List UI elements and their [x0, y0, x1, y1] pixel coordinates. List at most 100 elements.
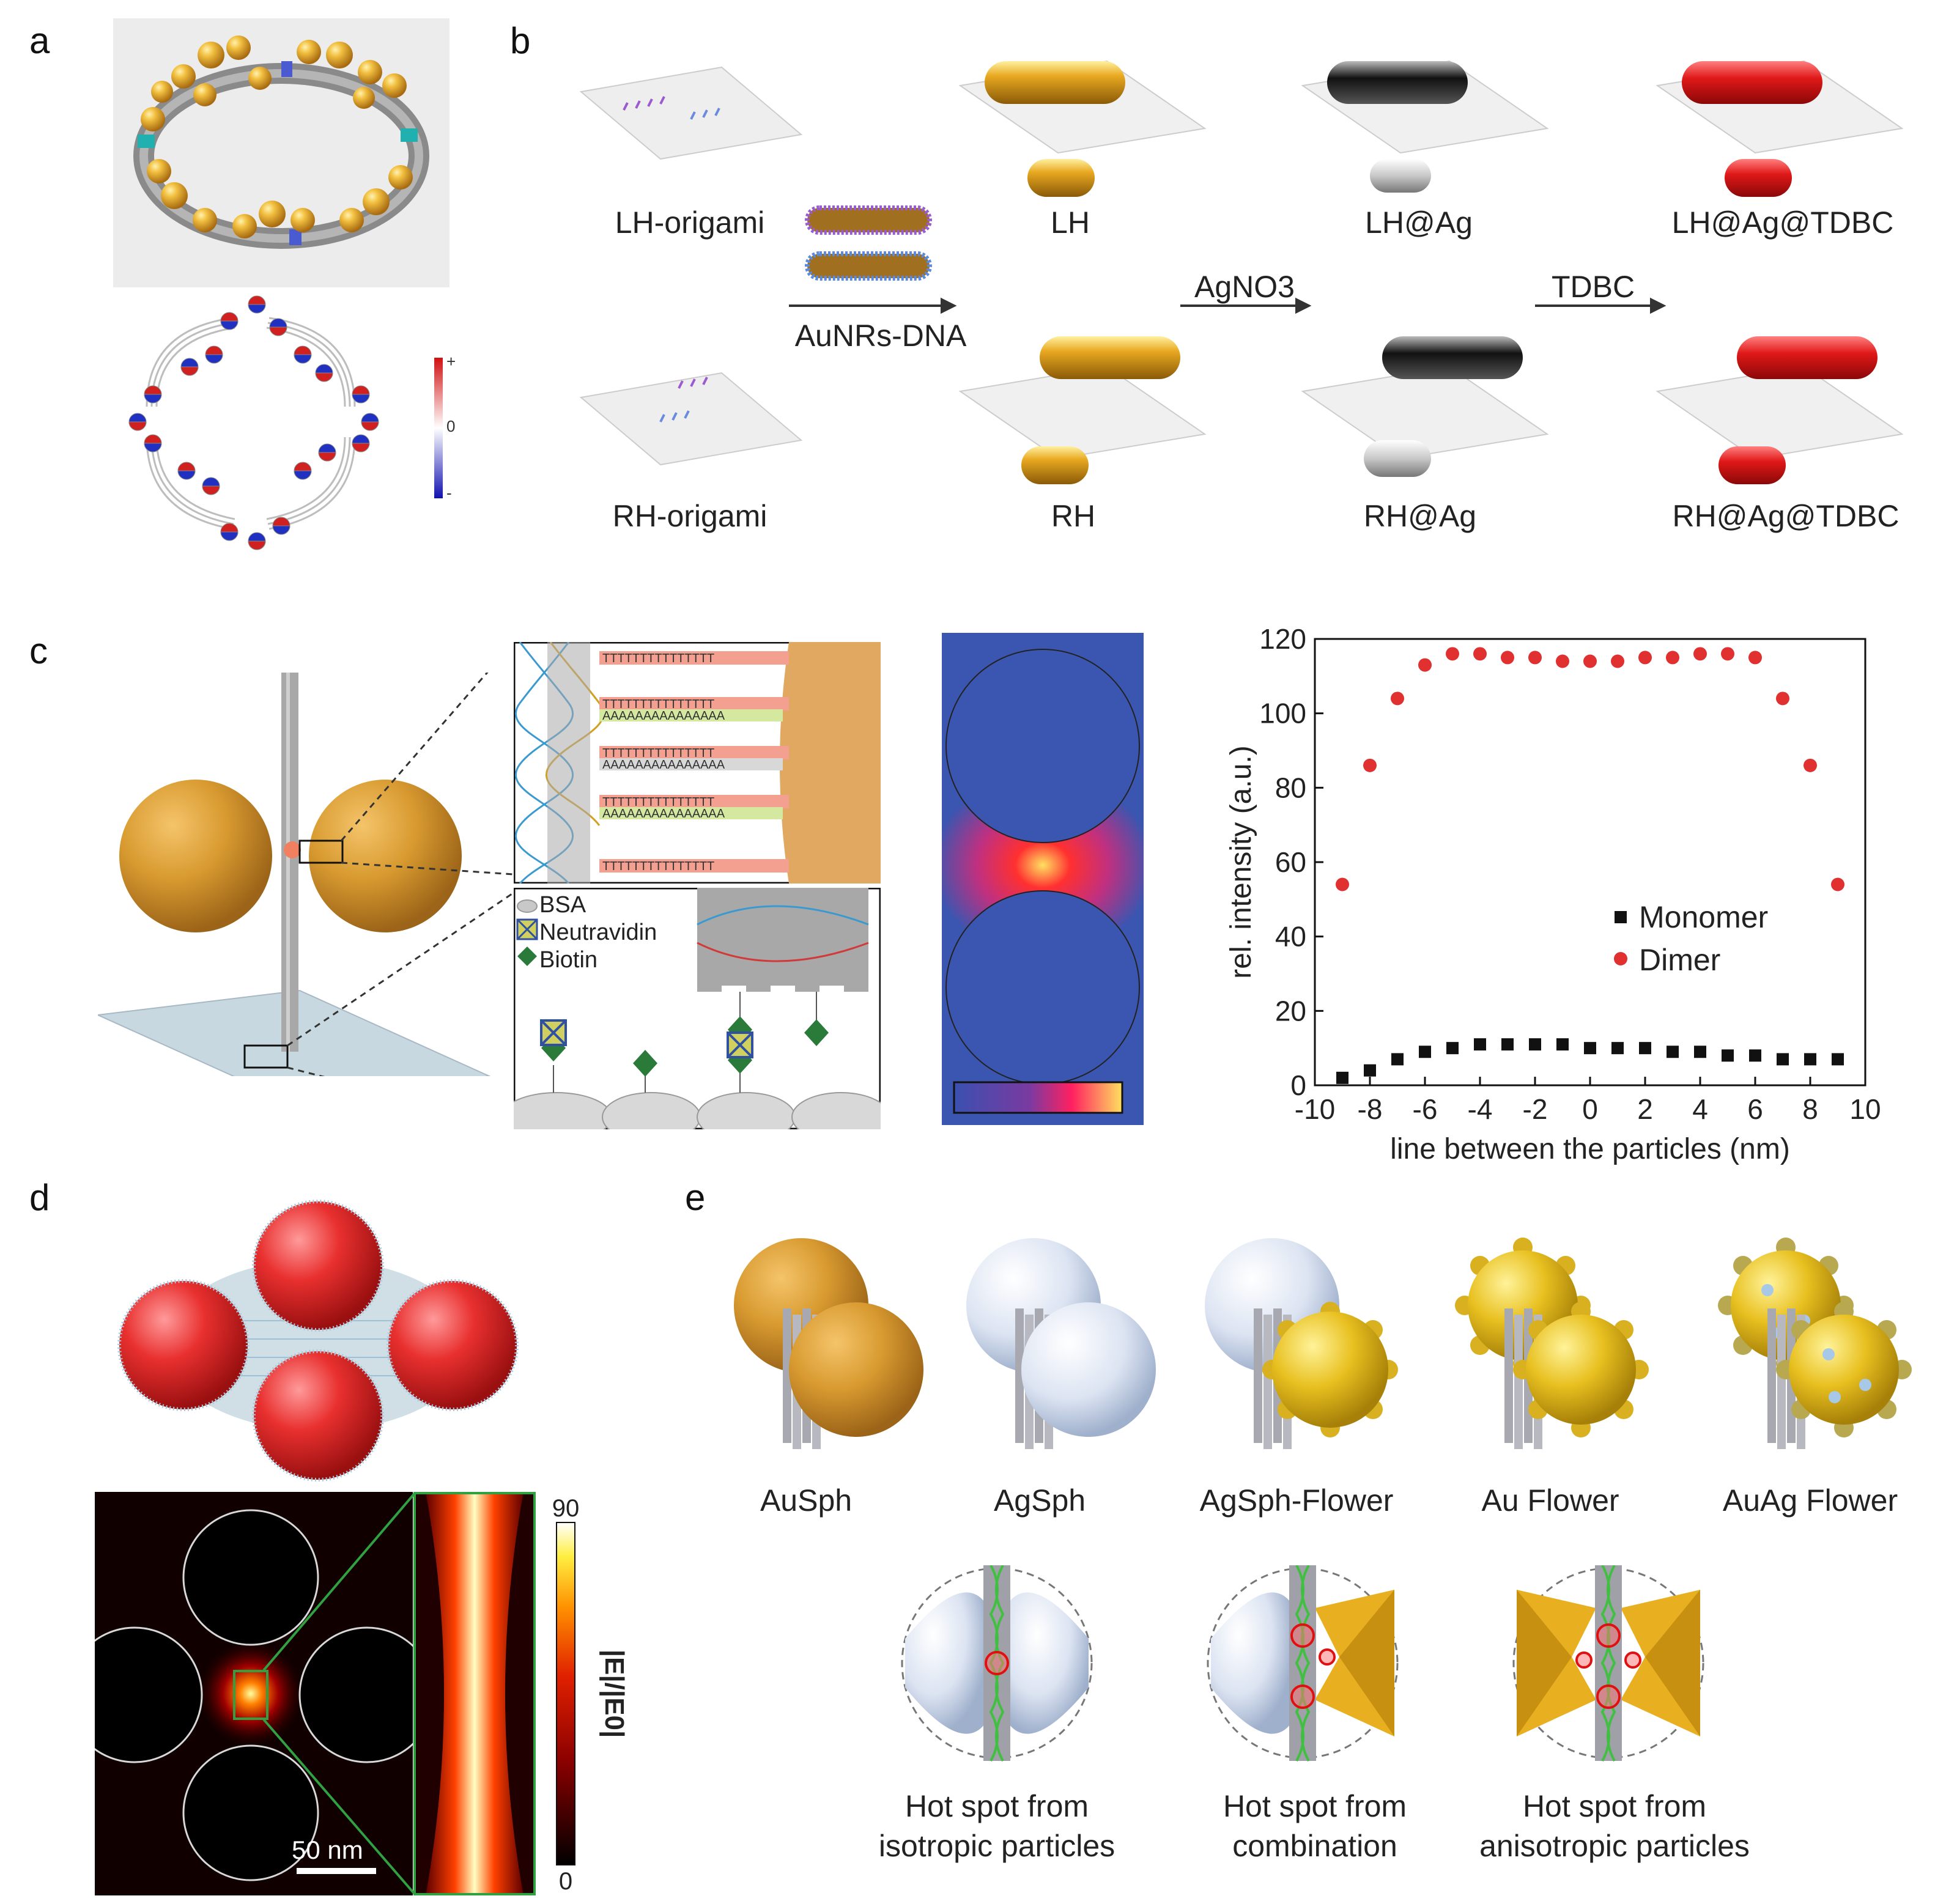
- lh-origami-sheet: [579, 66, 803, 160]
- monomer-point: [1391, 1053, 1404, 1066]
- dimer-point: [1666, 651, 1679, 665]
- x-tick-label: 4: [1692, 1093, 1708, 1125]
- rh-origami-label: RH-origami: [612, 499, 768, 533]
- dimer-point: [1501, 651, 1514, 665]
- step-aunrs-dna-label: AuNRs-DNA: [794, 319, 967, 353]
- lh-ag-tdbc-label: LH@Ag@TDBC: [1671, 205, 1894, 240]
- scale-bar-label: 50 nm: [292, 1836, 363, 1864]
- x-tick-label: -10: [1295, 1093, 1335, 1125]
- tetramer-illustration: [117, 1200, 519, 1482]
- lh-gold-rod: [958, 60, 1207, 197]
- lh-origami-label: LH-origami: [615, 205, 765, 240]
- rh-tdbc-rod: [1656, 336, 1904, 484]
- monomer-point: [1474, 1038, 1486, 1051]
- lh-ag-label: LH@Ag: [1365, 205, 1473, 240]
- monomer-point: [1639, 1042, 1651, 1055]
- legend: Monomer Dimer: [1614, 900, 1768, 977]
- colorbar-minus: -: [446, 484, 452, 502]
- panel-label-e: e: [685, 1177, 706, 1218]
- dimer-point: [1473, 647, 1487, 661]
- dimer-point: [1693, 647, 1707, 661]
- label-au-flower: Au Flower: [1481, 1483, 1619, 1518]
- monomer-point: [1529, 1038, 1541, 1051]
- x-tick-label: -4: [1468, 1093, 1493, 1125]
- hotspot-anisotropic: [1512, 1565, 1704, 1762]
- x-tick-label: 0: [1582, 1093, 1598, 1125]
- monomer-point: [1832, 1053, 1844, 1066]
- biotin-legend-icon: [517, 946, 537, 966]
- panel-label-c: c: [29, 630, 48, 671]
- label-agsph-flower: AgSph-Flower: [1199, 1483, 1394, 1518]
- monomer-point: [1419, 1046, 1431, 1058]
- legend-monomer: Monomer: [1639, 900, 1768, 934]
- dimer-on-pillar-illustration: [98, 673, 514, 1076]
- legend-dimer: Dimer: [1639, 943, 1720, 977]
- y-tick-label: 0: [1290, 1069, 1306, 1101]
- monomer-point: [1364, 1064, 1376, 1077]
- panel-label-a: a: [29, 20, 50, 61]
- x-tick-label: 6: [1747, 1093, 1763, 1125]
- y-tick-label: 40: [1275, 921, 1306, 953]
- dimer-point: [1363, 758, 1377, 772]
- lh-ag-rod: [1301, 60, 1549, 193]
- y-tick-label: 80: [1275, 772, 1306, 803]
- legend-marker-dimer: [1614, 952, 1627, 965]
- rh-ag-rod: [1301, 336, 1549, 477]
- legend-biotin: Biotin: [539, 947, 597, 973]
- x-tick-label: -6: [1413, 1093, 1438, 1125]
- monomer-point: [1722, 1049, 1734, 1062]
- dimer-point: [1556, 654, 1569, 668]
- monomer-point: [1694, 1046, 1706, 1058]
- colorbar-plus: +: [446, 352, 456, 371]
- au-flower-dimer: [1455, 1238, 1649, 1449]
- auag-flower-dimer: [1718, 1238, 1912, 1449]
- monomer-point: [1667, 1046, 1679, 1058]
- step-tdbc-label: TDBC: [1551, 270, 1635, 304]
- x-tick-label: 2: [1637, 1093, 1653, 1125]
- dimer-point: [1336, 877, 1349, 891]
- panel-label-b: b: [510, 20, 531, 61]
- plot-frame: [1314, 638, 1866, 1087]
- a-strand-3: AAAAAAAAAAAAAAA: [602, 807, 725, 821]
- hotspot-combination-line1: Hot spot from: [1223, 1789, 1407, 1823]
- x-tick-label: 8: [1802, 1093, 1818, 1125]
- scale-bar: [297, 1868, 376, 1874]
- x-axis-label: line between the particles (nm): [1390, 1133, 1790, 1165]
- series-marks: [1336, 647, 1844, 1084]
- monomer-point: [1501, 1038, 1514, 1051]
- rh-origami-sheet: [579, 372, 803, 466]
- neutravidin-legend-icon: [516, 918, 538, 940]
- panel-label-d: d: [29, 1177, 50, 1218]
- dimer-point: [1391, 692, 1404, 706]
- surface-attachment-zoom: BSA Neutravidin Biotin: [514, 888, 881, 1129]
- rh-gold-rod: [958, 336, 1207, 484]
- monomer-point: [1446, 1042, 1459, 1055]
- legend-neutravidin: Neutravidin: [539, 920, 657, 945]
- colorbar-label: |E|/|E0|: [599, 1650, 629, 1738]
- a-strand-1: AAAAAAAAAAAAAAA: [602, 709, 725, 723]
- dimer-point: [1528, 651, 1542, 665]
- monomer-point: [1556, 1038, 1569, 1051]
- aunr-dna-icon: [805, 205, 932, 281]
- agsph-flower-dimer: [1205, 1238, 1398, 1449]
- rh-ag-tdbc-label: RH@Ag@TDBC: [1672, 499, 1900, 533]
- y-tick-label: 20: [1275, 995, 1306, 1027]
- ausph-dimer: [734, 1238, 923, 1449]
- hotspot-combination-line2: combination: [1232, 1829, 1397, 1863]
- t-strand-4: TTTTTTTTTTTTTTT: [602, 795, 714, 809]
- monomer-point: [1804, 1053, 1816, 1066]
- x-tick-label: -8: [1358, 1093, 1383, 1125]
- lh-label: LH: [1051, 205, 1090, 240]
- monomer-point: [1777, 1053, 1789, 1066]
- hotspot-isotropic-line2: isotropic particles: [878, 1829, 1115, 1863]
- dimer-point: [1638, 651, 1652, 665]
- rh-ag-label: RH@Ag: [1363, 499, 1477, 533]
- colorbar-min: 0: [559, 1868, 572, 1895]
- legend-marker-monomer: [1615, 911, 1627, 923]
- colorbar-max: 90: [552, 1495, 580, 1522]
- dipole-ring-diagram: + 0 -: [128, 295, 456, 550]
- dimer-point: [1611, 654, 1624, 668]
- t-strand-3: TTTTTTTTTTTTTTT: [602, 747, 714, 760]
- dimer-point: [1583, 654, 1597, 668]
